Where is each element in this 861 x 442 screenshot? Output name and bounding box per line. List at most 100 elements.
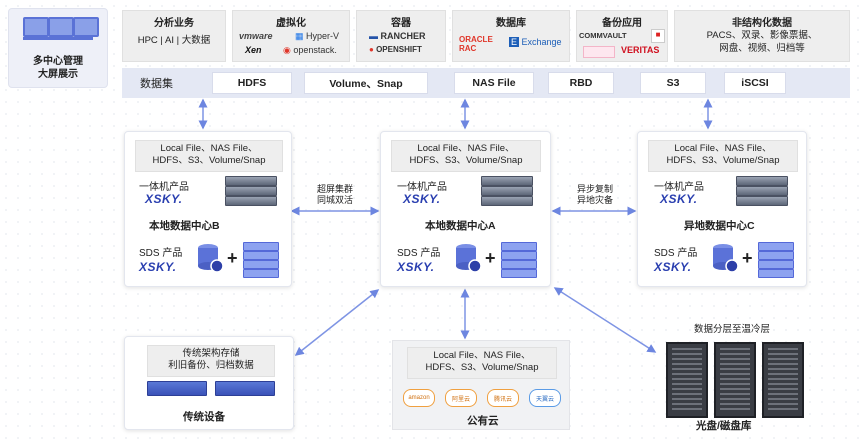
xsky-logo: XSKY. — [397, 260, 435, 274]
multi-dc-dashboard-box: 多中心管理 大屏展示 — [8, 8, 108, 88]
openstack-logo: ◉ openstack. — [283, 45, 337, 55]
library-rack-icon — [666, 342, 708, 418]
disk-icon — [501, 251, 537, 260]
protocol-iscsi: iSCSI — [724, 72, 786, 94]
disk-icon — [501, 260, 537, 269]
disk-icon — [758, 269, 794, 278]
category-virtualization: 虚拟化 vmware ▦ Hyper-V Xen ◉ openstack. — [232, 10, 350, 62]
xen-logo: Xen — [245, 45, 262, 55]
link-label-ab-line1: 超屏集群 — [316, 184, 353, 194]
legacy-desc-line1: 传统架构存储 — [182, 348, 240, 359]
legacy-title: 传统设备 — [183, 411, 225, 423]
category-title: 容器 — [391, 18, 411, 29]
monitor-icon — [73, 17, 99, 37]
category-container: 容器 ▬ RANCHER ● OPENSHIFT — [356, 10, 446, 62]
link-label-ac-line2: 异地灾备 — [576, 195, 613, 205]
legacy-storage-desc: 传统架构存储 利旧备份、归档数据 — [147, 345, 275, 377]
server-icon — [736, 176, 788, 186]
tiering-label: 数据分层至温冷层 — [693, 324, 770, 335]
category-line: HPC | AI | 大数据 — [137, 35, 211, 46]
server-icon — [736, 196, 788, 206]
legacy-array-icon — [147, 381, 207, 396]
public-cloud-line2: HDFS、S3、Volume/Snap — [425, 362, 539, 373]
public-cloud-title: 公有云 — [467, 415, 499, 427]
disk-icon — [501, 269, 537, 278]
server-icon — [481, 196, 533, 206]
dashboard-label-line1: 多中心管理 — [33, 56, 83, 67]
category-line: 网盘、视频、归档等 — [719, 43, 805, 54]
disk-icon — [243, 242, 279, 251]
xsky-logo: XSKY. — [660, 192, 698, 206]
veritas-logo: VERITAS — [621, 45, 660, 55]
monitor-icon — [48, 17, 74, 37]
dashboard-label-line2: 大屏展示 — [38, 69, 78, 80]
server-icon — [481, 176, 533, 186]
sds-label: SDS 产品 — [139, 248, 183, 259]
database-gear-icon — [198, 244, 224, 273]
openshift-logo: ● OPENSHIFT — [369, 45, 422, 54]
monitor-icon — [23, 17, 49, 37]
library-rack-icon — [714, 342, 756, 418]
exchange-logo: E Exchange — [509, 37, 562, 47]
link-label-ac-line1: 异步复制 — [576, 184, 613, 194]
category-unstructured: 非结构化数据 PACS、双录、影像票据、 网盘、视频、归档等 — [674, 10, 850, 62]
category-title: 分析业务 — [154, 18, 194, 29]
category-title: 数据库 — [496, 18, 526, 29]
disk-icon — [501, 242, 537, 251]
database-gear-icon — [713, 244, 739, 273]
dc-c-file-protocols: Local File、NAS File、 HDFS、S3、Volume/Snap — [648, 140, 798, 172]
sds-label: SDS 产品 — [654, 248, 698, 259]
public-cloud-card: Local File、NAS File、 HDFS、S3、Volume/Snap… — [392, 340, 570, 430]
xsky-logo: XSKY. — [139, 260, 177, 274]
database-gear-icon — [456, 244, 482, 273]
disk-icon — [243, 260, 279, 269]
category-title: 备份应用 — [602, 18, 642, 29]
file-protocols-line1: Local File、NAS File、 — [674, 143, 772, 154]
appliance-label: 一体机产品 — [397, 182, 447, 193]
link-label-ab-line2: 同城双活 — [316, 195, 353, 205]
backup-vendor-icon: ■ — [651, 29, 665, 43]
tianyi-cloud-icon: 天翼云 — [529, 389, 561, 407]
public-cloud-protocols: Local File、NAS File、 HDFS、S3、Volume/Snap — [407, 347, 557, 379]
oracle-rac-logo: ORACLE RAC — [459, 35, 493, 53]
monitor-stand — [23, 37, 93, 40]
link-label-ab: 超屏集群 同城双活 — [306, 184, 364, 206]
disk-icon — [758, 260, 794, 269]
dc-c-title: 异地数据中心C — [684, 220, 755, 232]
vmware-logo: vmware — [239, 31, 273, 41]
category-backup: 备份应用 COMMVAULT ■ VERITAS — [576, 10, 668, 62]
dc-b-title: 本地数据中心B — [149, 220, 220, 232]
appliance-label: 一体机产品 — [654, 182, 704, 193]
file-protocols-line2: HDFS、S3、Volume/Snap — [666, 155, 780, 166]
category-title: 非结构化数据 — [732, 18, 792, 29]
dashboard-label: 多中心管理 大屏展示 — [9, 55, 107, 81]
dc-b-file-protocols: Local File、NAS File、 HDFS、S3、Volume/Snap — [135, 140, 283, 172]
dc-b-card: Local File、NAS File、 HDFS、S3、Volume/Snap… — [124, 131, 292, 287]
legacy-desc-line2: 利旧备份、归档数据 — [168, 360, 254, 371]
rancher-logo: ▬ RANCHER — [369, 31, 426, 41]
category-line: PACS、双录、影像票据、 — [706, 30, 818, 41]
link-label-ac: 异步复制 异地灾备 — [566, 184, 624, 206]
sds-label: SDS 产品 — [397, 248, 441, 259]
server-icon — [225, 176, 277, 186]
disk-icon — [758, 242, 794, 251]
file-protocols-line2: HDFS、S3、Volume/Snap — [409, 155, 523, 166]
dc-a-title: 本地数据中心A — [425, 220, 496, 232]
xsky-logo: XSKY. — [145, 192, 183, 206]
appliance-label: 一体机产品 — [139, 182, 189, 193]
commvault-logo: COMMVAULT — [579, 31, 627, 40]
protocol-s3: S3 — [640, 72, 706, 94]
protocol-hdfs: HDFS — [212, 72, 292, 94]
aws-cloud-icon: amazon — [403, 389, 435, 407]
plus-icon: + — [742, 248, 753, 268]
file-protocols-line2: HDFS、S3、Volume/Snap — [152, 155, 266, 166]
disk-icon — [243, 251, 279, 260]
link-dc-a-legacy — [294, 289, 380, 356]
protocol-rbd: RBD — [548, 72, 614, 94]
xsky-logo: XSKY. — [403, 192, 441, 206]
file-protocols-line1: Local File、NAS File、 — [160, 143, 258, 154]
dc-a-file-protocols: Local File、NAS File、 HDFS、S3、Volume/Snap — [391, 140, 541, 172]
backup-vendor-badge — [583, 46, 615, 58]
protocol-nas-file: NAS File — [454, 72, 534, 94]
